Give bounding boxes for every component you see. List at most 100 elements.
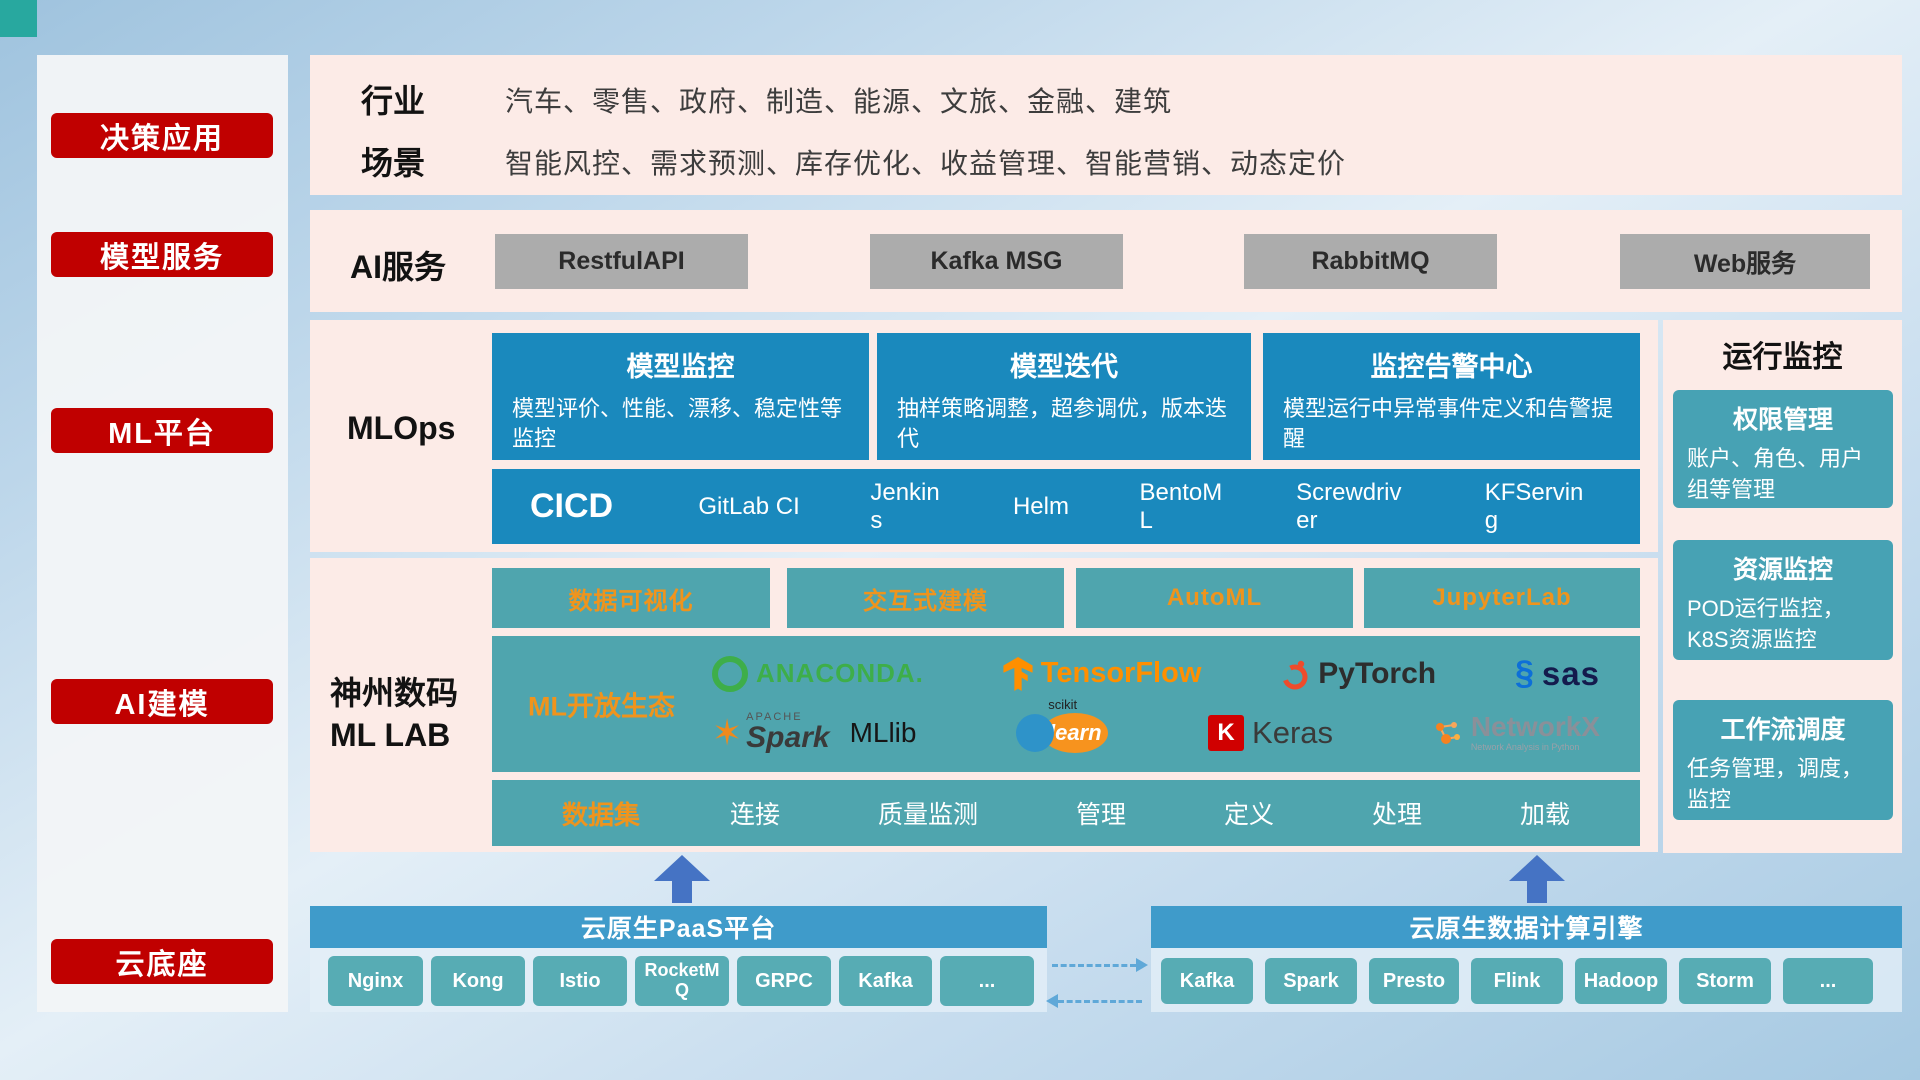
networkx-icon <box>1435 721 1460 744</box>
data-engine-bar: 云原生数据计算引擎 <box>1151 906 1902 948</box>
scikit-blue-circle-icon <box>1016 713 1055 752</box>
run-monitoring-title: 运行监控 <box>1722 341 1843 374</box>
card-title: 模型迭代 <box>1010 352 1118 382</box>
networkx-text: NetworkX <box>1470 711 1600 743</box>
dataset-label: 数据集 <box>562 799 641 830</box>
card-title: 模型监控 <box>626 352 735 382</box>
dataset-manage: 管理 <box>1075 801 1126 829</box>
pytorch-logo: PyTorch <box>1280 657 1436 691</box>
cicd-bentoml: BentoML <box>1139 478 1223 534</box>
cicd-screwdriver: Screwdriver <box>1296 478 1402 534</box>
mlops-card-model-monitoring: 模型监控 模型评价、性能、漂移、稳定性等监控 <box>492 333 869 460</box>
industry-values: 汽车、零售、政府、制造、能源、文旅、金融、建筑 <box>505 86 1173 117</box>
spark-wordmark: APACHE Spark <box>746 712 829 753</box>
card-title: 资源监控 <box>1732 556 1833 584</box>
sidebar-item-cloud-base: 云底座 <box>51 939 273 984</box>
mllib-text: MLlib <box>849 716 917 748</box>
card-desc: 账户、角色、用户组等管理 <box>1687 446 1864 502</box>
card-title: 权限管理 <box>1732 406 1833 434</box>
cicd-helm: Helm <box>1012 492 1069 520</box>
industry-label: 行业 <box>361 83 426 119</box>
keras-text: Keras <box>1252 714 1334 750</box>
networkx-wordmark: NetworkX Network Analysis in Python <box>1471 712 1600 753</box>
paas-kong: Kong <box>431 956 525 1006</box>
scikit-text: scikit <box>1048 696 1078 712</box>
paas-grpc: GRPC <box>737 956 831 1006</box>
cicd-gitlab-ci: GitLab CI <box>698 492 800 520</box>
dataset-bar: 数据集 连接 质量监测 管理 定义 处理 加载 <box>492 780 1640 846</box>
card-desc: 抽样策略调整，超参调优，版本迭代 <box>897 396 1228 451</box>
engine-kafka: Kafka <box>1161 958 1253 1004</box>
dataset-items: 连接 质量监测 管理 定义 处理 加载 <box>730 795 1570 831</box>
pytorch-text: PyTorch <box>1318 656 1437 690</box>
pytorch-icon <box>1282 660 1308 690</box>
card-desc: 任务管理，调度，监控 <box>1687 756 1864 812</box>
anaconda-icon <box>712 655 748 692</box>
mllab-label: 神州数码 ML LAB <box>330 672 458 756</box>
anaconda-text: ANACONDA. <box>756 658 924 689</box>
sidebar-strip <box>37 55 288 1012</box>
engine-flink: Flink <box>1471 958 1563 1004</box>
eco-label: ML开放生态 <box>528 691 675 722</box>
tool-interactive-modeling: 交互式建模 <box>787 568 1064 628</box>
ai-service-rabbitmq: RabbitMQ <box>1244 234 1497 289</box>
sidebar-item-model-service: 模型服务 <box>51 232 273 277</box>
dataset-connect: 连接 <box>730 801 781 829</box>
cicd-bar: CICD GitLab CI Jenkins Helm BentoML Scre… <box>492 469 1640 544</box>
spark-icon: ✶ <box>712 711 743 753</box>
monitor-card-resources: 资源监控 POD运行监控，K8S资源监控 <box>1673 540 1893 660</box>
card-title: 监控告警中心 <box>1370 352 1533 382</box>
keras-logo: K Keras <box>1208 714 1334 751</box>
paas-kafka: Kafka <box>839 956 932 1006</box>
sidebar-item-ai-modeling: AI建模 <box>51 679 273 724</box>
tool-automl: AutoML <box>1076 568 1353 628</box>
dataset-quality: 质量监测 <box>878 801 979 829</box>
engine-spark: Spark <box>1265 958 1357 1004</box>
networkx-subtitle: Network Analysis in Python <box>1470 742 1580 753</box>
cicd-label: CICD <box>530 487 614 525</box>
ai-service-label: AI服务 <box>350 249 447 285</box>
cicd-items: GitLab CI Jenkins Helm BentoML Screwdriv… <box>663 479 1620 534</box>
eco-logo-rows: ANACONDA. TensorFlow PyTorch § sas ✶ <box>712 636 1640 772</box>
corner-accent-square <box>0 0 37 37</box>
up-arrow-icon <box>654 855 710 903</box>
sas-logo: § sas <box>1515 654 1600 693</box>
mlops-card-alert-center: 监控告警中心 模型运行中异常事件定义和告警提醒 <box>1263 333 1640 460</box>
sas-text: sas <box>1541 654 1600 692</box>
tensorflow-icon <box>1003 656 1033 691</box>
card-desc: POD运行监控，K8S资源监控 <box>1687 596 1845 652</box>
dataset-define: 定义 <box>1223 801 1274 829</box>
engine-storm: Storm <box>1679 958 1771 1004</box>
monitor-card-permissions: 权限管理 账户、角色、用户组等管理 <box>1673 390 1893 508</box>
paas-istio: Istio <box>533 956 627 1006</box>
ai-service-restfulapi: RestfulAPI <box>495 234 748 289</box>
sidebar-item-decision-apps: 决策应用 <box>51 113 273 158</box>
paas-platform-bar: 云原生PaaS平台 <box>310 906 1047 948</box>
tensorflow-text: TensorFlow <box>1040 657 1202 690</box>
tool-data-visualization: 数据可视化 <box>492 568 770 628</box>
ml-ecosystem-box: ML开放生态 ANACONDA. TensorFlow PyTorch § sa… <box>492 636 1640 772</box>
mllab-label-line2: ML LAB <box>330 717 451 753</box>
tensorflow-logo: TensorFlow <box>1003 656 1202 691</box>
networkx-logo: NetworkX Network Analysis in Python <box>1433 712 1600 753</box>
card-title: 工作流调度 <box>1720 716 1846 744</box>
learn-text: learn <box>1048 719 1102 745</box>
panel-industry <box>310 55 1902 195</box>
monitor-card-workflow: 工作流调度 任务管理，调度，监控 <box>1673 700 1893 820</box>
paas-more: ... <box>940 956 1034 1006</box>
scene-label: 场景 <box>361 145 426 181</box>
engine-hadoop: Hadoop <box>1575 958 1667 1004</box>
card-desc: 模型评价、性能、漂移、稳定性等监控 <box>512 396 843 451</box>
mllab-label-line1: 神州数码 <box>330 675 459 711</box>
ai-service-web: Web服务 <box>1620 234 1870 289</box>
dataset-process: 处理 <box>1371 801 1422 829</box>
scikit-learn-logo: scikit learn <box>1016 697 1109 753</box>
paas-nginx: Nginx <box>328 956 423 1006</box>
engine-more: ... <box>1783 958 1873 1004</box>
engine-presto: Presto <box>1369 958 1459 1004</box>
dashed-arrow-right-icon <box>1052 958 1148 972</box>
up-arrow-icon <box>1509 855 1565 903</box>
spark-text: Spark <box>746 721 830 755</box>
sas-icon: § <box>1515 654 1534 693</box>
